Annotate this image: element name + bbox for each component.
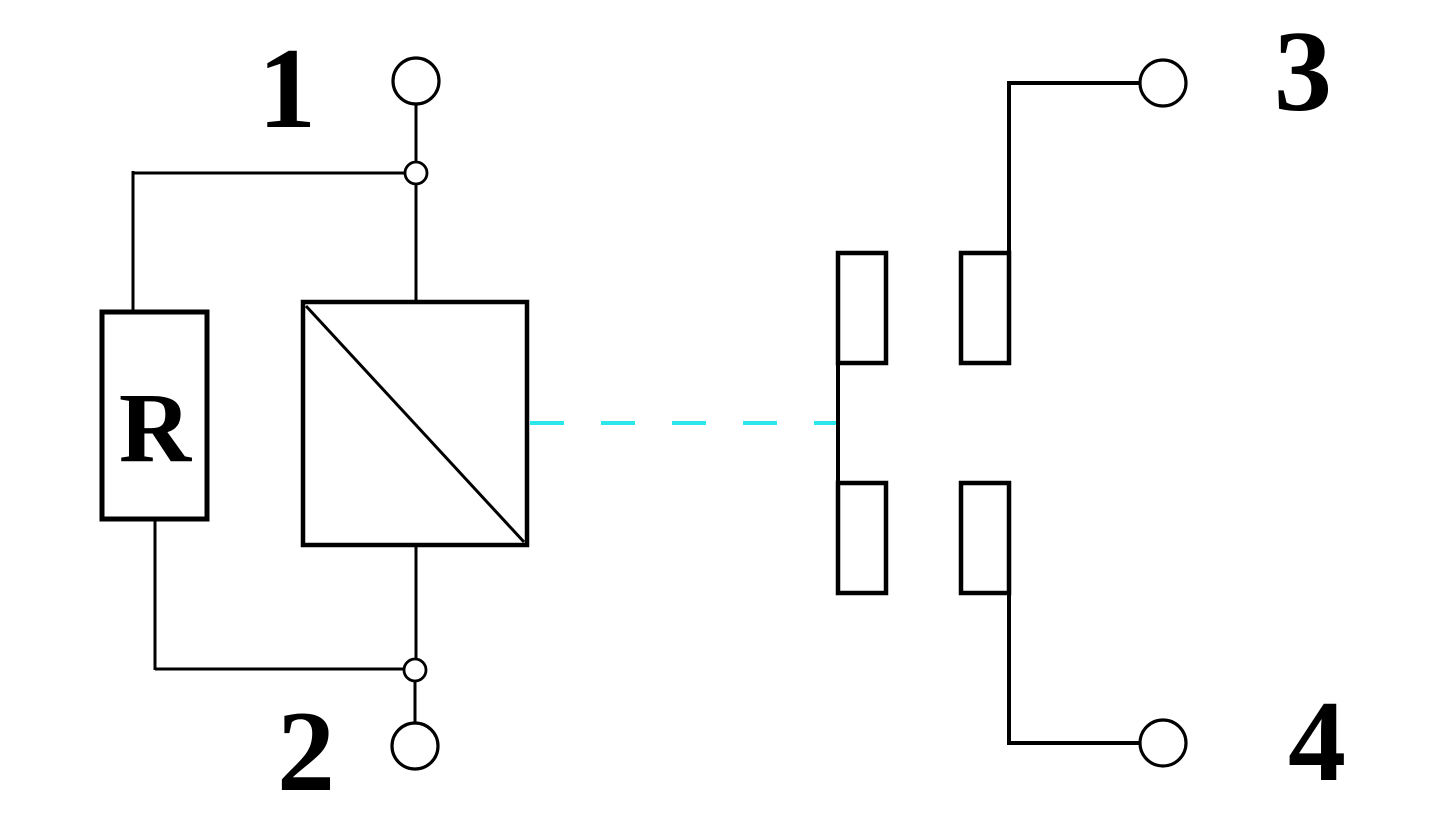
wire-to-terminal3 (1007, 81, 1141, 253)
contact-left-top (835, 250, 889, 366)
terminal-3-label: 3 (1274, 8, 1332, 136)
terminal-4-circle (1138, 718, 1188, 768)
contact-left-bottom (835, 480, 889, 596)
junction-node-top (403, 160, 429, 186)
terminal-3-circle (1138, 58, 1188, 108)
terminal-1-circle (391, 56, 441, 106)
contact-right-top (958, 250, 1012, 366)
junction-node-bottom (402, 657, 428, 683)
coupler-diagonal (304, 304, 526, 544)
resistor-label: R (119, 372, 193, 483)
wire-to-terminal4 (1007, 593, 1141, 745)
contact-right-bottom (958, 480, 1012, 596)
resistor-body (99, 309, 210, 522)
terminal-1-label: 1 (258, 25, 316, 153)
terminal-4-label: 4 (1288, 678, 1346, 806)
terminal-2-circle (390, 721, 440, 771)
terminal-2-label: 2 (277, 688, 335, 816)
